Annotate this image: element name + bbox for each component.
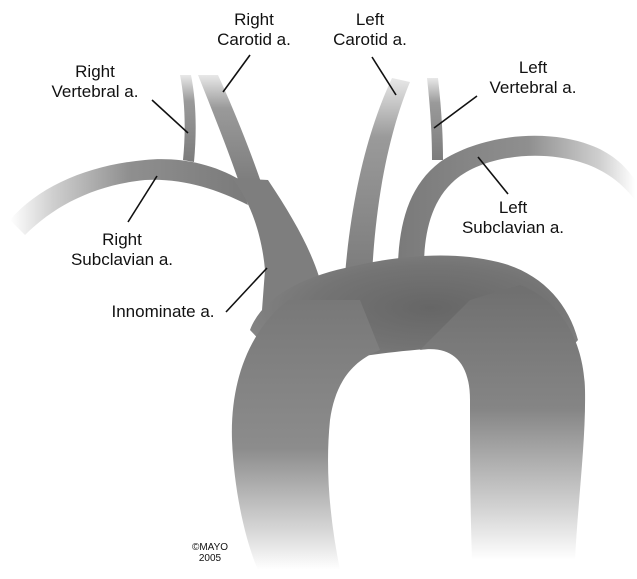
leader-right-subclavian: [127, 175, 158, 223]
label-line: Subclavian a.: [70, 250, 174, 269]
leader-right-carotid: [222, 54, 251, 93]
leader-innominate: [225, 267, 268, 313]
label-line: Carotid a.: [217, 30, 291, 49]
label-right-carotid: Right Carotid a.: [206, 10, 302, 50]
descending-aorta: [420, 285, 586, 560]
label-right-subclavian: Right Subclavian a.: [62, 230, 182, 270]
label-line: Left: [518, 58, 548, 77]
label-left-carotid: Left Carotid a.: [320, 10, 420, 50]
label-line: Right: [102, 230, 142, 249]
leader-left-carotid: [371, 56, 397, 96]
label-line: Right: [234, 10, 274, 29]
leader-left-subclavian: [477, 156, 509, 195]
credit-line: ©MAYO: [191, 542, 229, 553]
label-line: Left: [498, 198, 528, 217]
right-subclavian-artery: [10, 159, 248, 235]
label-left-vertebral: Left Vertebral a.: [478, 58, 588, 98]
label-line: Subclavian a.: [461, 218, 565, 237]
left-subclavian-artery: [398, 135, 635, 262]
left-vertebral-artery: [427, 78, 443, 160]
arch-opening: [330, 357, 470, 520]
right-vertebral-artery: [180, 75, 196, 162]
copyright-credit: ©MAYO 2005: [180, 542, 240, 564]
label-right-vertebral: Right Vertebral a.: [40, 62, 150, 102]
label-line: Innominate a.: [111, 302, 215, 321]
label-line: Vertebral a.: [489, 78, 577, 97]
label-line: Vertebral a.: [51, 82, 139, 101]
label-line: Carotid a.: [333, 30, 407, 49]
label-line: Right: [75, 62, 115, 81]
label-line: Left: [355, 10, 385, 29]
innominate-artery: [232, 178, 325, 310]
leader-right-vertebral: [151, 99, 189, 134]
label-left-subclavian: Left Subclavian a.: [450, 198, 576, 238]
label-innominate: Innominate a.: [100, 302, 226, 322]
leader-left-vertebral: [433, 95, 478, 129]
right-carotid-artery: [198, 75, 262, 185]
left-carotid-artery: [345, 78, 410, 275]
ascending-aorta: [231, 300, 380, 570]
credit-line: 2005: [198, 553, 222, 564]
